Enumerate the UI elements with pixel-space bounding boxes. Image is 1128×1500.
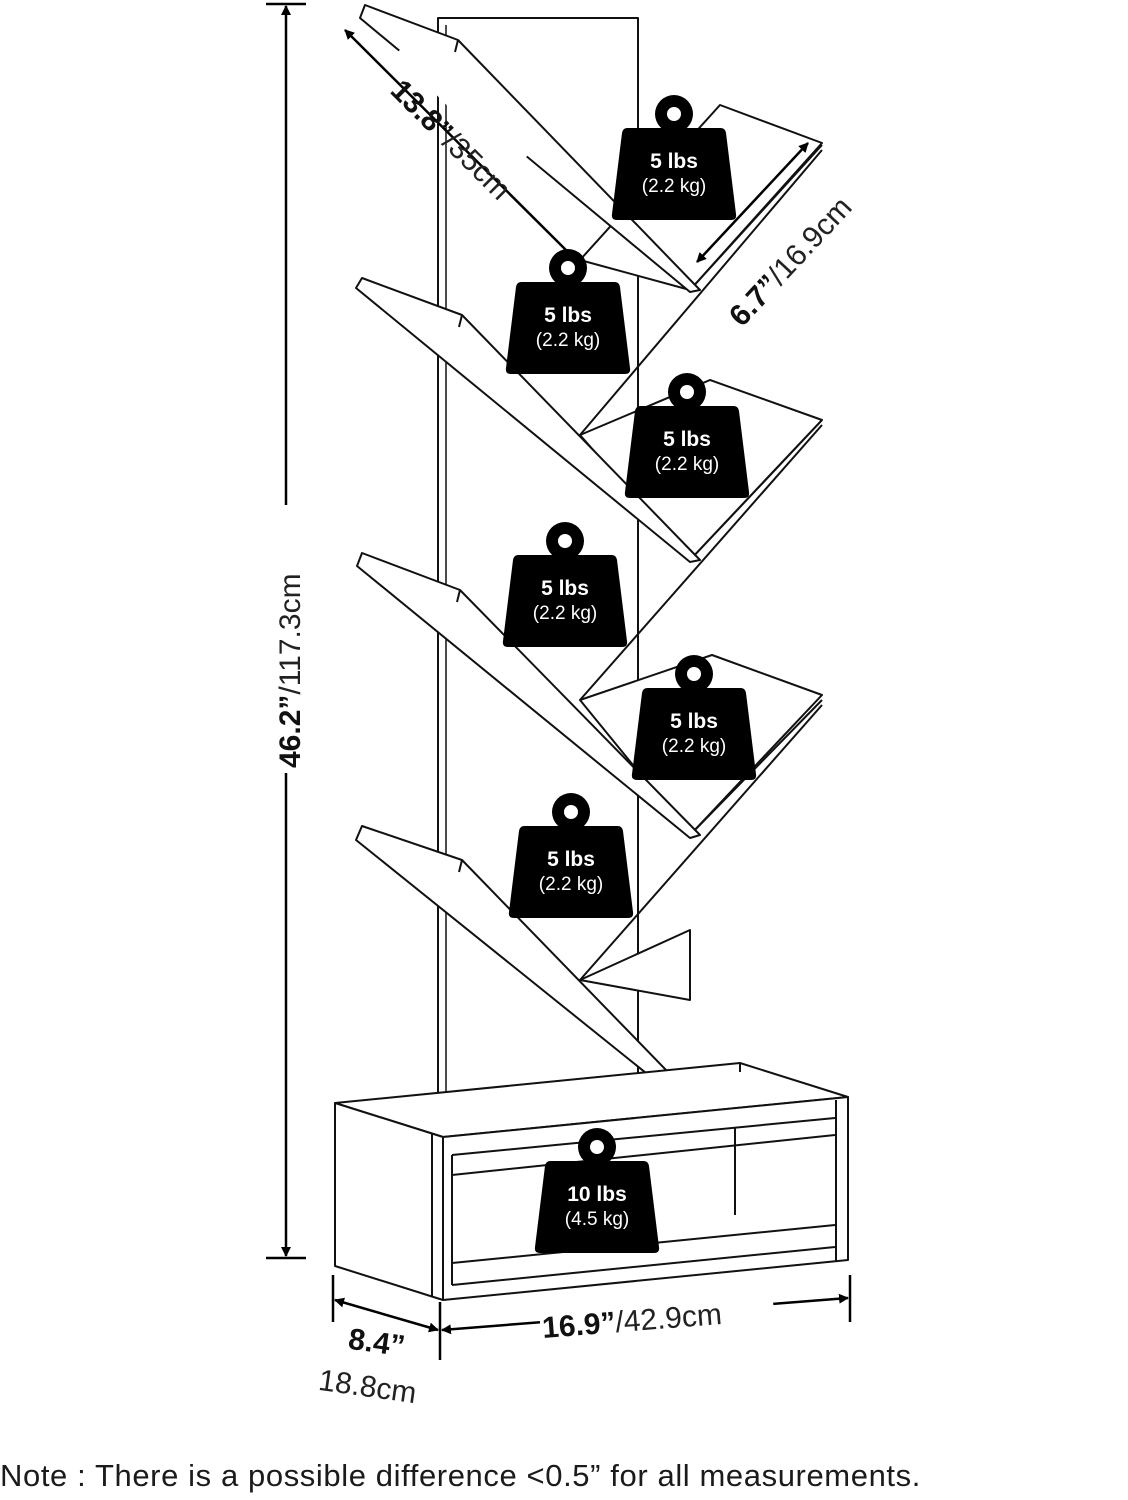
shelf-depth-arrow [696,142,809,263]
weight-icon: 5 lbs (2.2 kg) [502,522,628,647]
shelf-length-arrow [344,29,579,263]
svg-text:5 lbs: 5 lbs [544,304,592,327]
svg-text:5 lbs: 5 lbs [541,577,589,600]
svg-text:10 lbs: 10 lbs [567,1183,627,1206]
right-shelf-4 [579,929,691,1001]
weight-icon: 5 lbs (2.2 kg) [508,793,634,918]
weight-icon: 10 lbs (4.5 kg) [534,1128,660,1253]
svg-text:(2.2 kg): (2.2 kg) [642,176,706,197]
weight-icon: 5 lbs (2.2 kg) [611,95,737,220]
bookshelf-drawing [334,4,849,1301]
left-shelf-4 [355,825,701,1111]
depth-label-imperial: 8.4” [346,1323,407,1364]
svg-text:(2.2 kg): (2.2 kg) [662,736,726,757]
left-shelf-2 [355,277,701,563]
measurement-note: Note : There is a possible difference <0… [0,1458,921,1493]
svg-text:5 lbs: 5 lbs [547,848,595,871]
svg-text:(2.2 kg): (2.2 kg) [655,454,719,475]
svg-text:5 lbs: 5 lbs [670,710,718,733]
svg-text:(2.2 kg): (2.2 kg) [539,874,603,895]
weight-icon: 5 lbs (2.2 kg) [624,373,750,498]
svg-text:5 lbs: 5 lbs [650,150,698,173]
weight-icon: 5 lbs (2.2 kg) [505,249,631,374]
width-label: 16.9”/42.9cm [541,1298,723,1345]
svg-text:(2.2 kg): (2.2 kg) [533,603,597,624]
svg-text:(4.5 kg): (4.5 kg) [565,1209,629,1230]
svg-text:(2.2 kg): (2.2 kg) [536,330,600,351]
svg-text:5 lbs: 5 lbs [663,428,711,451]
depth-label-metric: 18.8cm [316,1364,418,1410]
weight-icon: 5 lbs (2.2 kg) [631,655,757,780]
depth-arrow [334,1297,439,1333]
left-shelf-3 [356,552,701,839]
height-label: 46.2”/117.3cm [274,573,307,768]
